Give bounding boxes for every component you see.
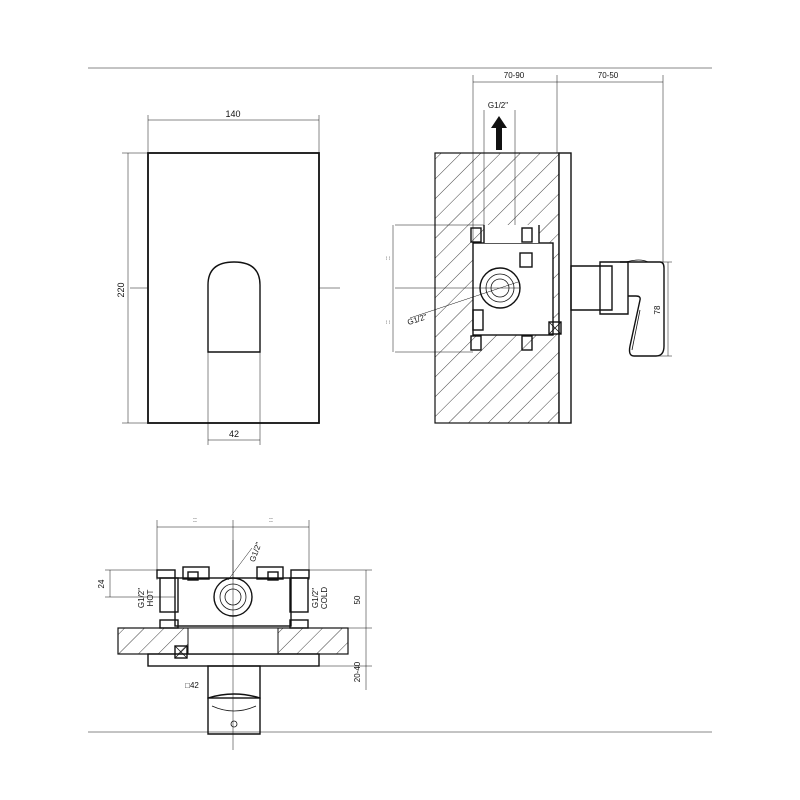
dim-lever-height-label: 78 bbox=[653, 305, 662, 314]
dim-right-20-40: 20-40 bbox=[319, 628, 372, 690]
dim-depth-body: 70-90 bbox=[473, 71, 557, 83]
top-lever bbox=[207, 665, 261, 735]
dim-left-24-label: 24 bbox=[97, 579, 106, 588]
dim-height-220: 220 bbox=[116, 152, 148, 424]
dim-square-42: □42 bbox=[185, 681, 199, 690]
dim-width-label: 140 bbox=[225, 109, 240, 119]
side-lever bbox=[570, 259, 665, 357]
top-port-label-left-2: HOT bbox=[146, 589, 155, 606]
dim-depth-lever: 70-50 bbox=[557, 71, 663, 83]
top-view: :: :: bbox=[97, 517, 372, 750]
top-port-label-center: G1/2" bbox=[248, 541, 263, 563]
top-dim-mark-2: :: bbox=[269, 517, 273, 524]
top-dim-mark-1: :: bbox=[193, 517, 197, 524]
side-dim-mark-2: :: bbox=[385, 320, 392, 324]
side-inlet-label-top: G1/2" bbox=[488, 101, 508, 110]
front-view: 140 220 42 bbox=[116, 109, 340, 445]
dim-left-24: 24 bbox=[97, 569, 175, 598]
top-port-label-right-2: COLD bbox=[320, 587, 329, 609]
dim-right-20-40-label: 20-40 bbox=[353, 661, 362, 682]
side-inlet-label-mid: G1/2" bbox=[406, 312, 428, 327]
dim-right-50-label: 50 bbox=[353, 595, 362, 604]
dim-height-label: 220 bbox=[116, 282, 126, 297]
front-cover-plate bbox=[147, 152, 320, 424]
dim-lever-height: 78 bbox=[640, 261, 672, 357]
dim-right-50: 50 bbox=[309, 569, 372, 629]
top-cover-plate bbox=[147, 653, 320, 667]
side-cover-plate bbox=[558, 152, 572, 424]
dim-depth-lever-label: 70-50 bbox=[598, 71, 619, 80]
top-port-label-left-1: G1/2" bbox=[137, 588, 146, 608]
side-dim-mark-1: :: bbox=[385, 256, 392, 260]
sheet-frame bbox=[88, 67, 712, 733]
dim-lever-42: 42 bbox=[207, 352, 261, 445]
flow-arrow-up bbox=[491, 116, 507, 150]
side-view: 70-90 70-50 G1/2" 78 bbox=[385, 71, 672, 424]
dim-width-140: 140 bbox=[147, 109, 320, 153]
valve-body-side bbox=[470, 225, 562, 351]
dim-depth-body-label: 70-90 bbox=[504, 71, 525, 80]
front-lever bbox=[207, 261, 261, 353]
dim-left-side: :: :: bbox=[385, 224, 520, 353]
dim-lever-label: 42 bbox=[229, 429, 239, 439]
top-port-label-right-1: G1/2" bbox=[311, 588, 320, 608]
